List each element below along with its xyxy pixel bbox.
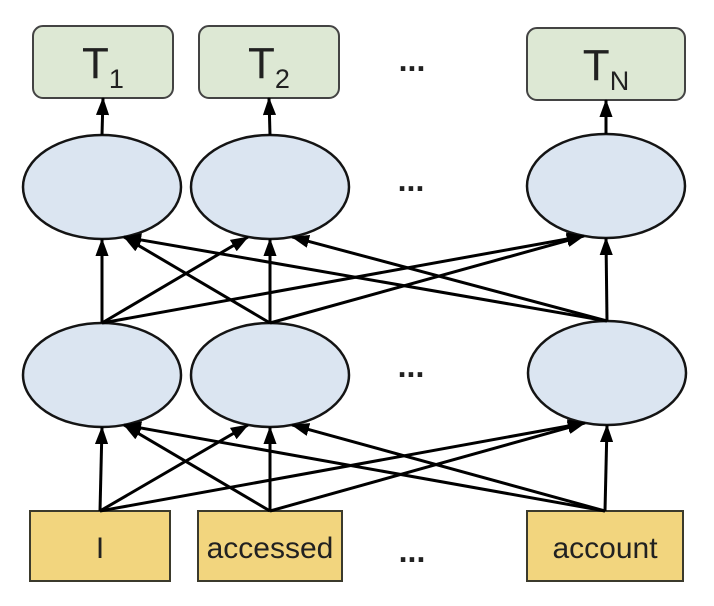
- hidden-unit-ellipse-h21: [21, 133, 183, 241]
- arrow-edge-h12-h2n: [269, 234, 585, 325]
- ellipsis-dots-dots_in: ...: [399, 533, 426, 569]
- hidden-unit-ellipse-h22: [189, 133, 351, 241]
- arrow-edge-h1n-h2n: [599, 237, 613, 322]
- hidden-unit-ellipse-h2n: [525, 132, 687, 240]
- arrow-edge-in2-h11: [123, 423, 271, 513]
- output-token-label-t2: T2: [248, 39, 290, 94]
- arrow-edge-in3-h11: [123, 421, 606, 513]
- arrow-edge-in2-h1n: [269, 421, 586, 513]
- arrow-edge-h11-h2n: [101, 232, 585, 325]
- arrow-edge-h11-h22: [101, 235, 249, 325]
- arrow-edge-h22-t2: [262, 97, 277, 136]
- arrow-edge-in1-h1n: [99, 419, 586, 513]
- input-token-label-in2: accessed: [207, 532, 334, 565]
- connection-arrows-layer: [94, 97, 614, 513]
- input-token-box-in1: [29, 510, 171, 582]
- arrow-edge-h1n-h22: [291, 234, 608, 323]
- arrow-edge-in1-h12: [99, 423, 249, 513]
- arrow-edge-h21-t1: [95, 97, 110, 136]
- hidden-unit-ellipse-h1n: [526, 319, 688, 427]
- arrow-edge-in3-h12: [291, 423, 606, 513]
- arrow-edge-h1n-h21: [123, 233, 608, 323]
- arrow-edge-in1-h11: [94, 426, 109, 512]
- ellipsis-dots-dots_h2: ...: [398, 162, 425, 198]
- arrow-edge-in3-h1n: [600, 424, 614, 512]
- ellipsis-dots-dots_h1: ...: [398, 348, 425, 384]
- hidden-unit-ellipse-h12: [189, 321, 351, 429]
- hidden-unit-ellipse-h11: [21, 321, 183, 429]
- output-token-label-t1: T1: [82, 39, 124, 94]
- output-token-label-tn: TN: [583, 41, 629, 96]
- input-token-label-in1: I: [96, 532, 104, 565]
- arrow-edge-h12-h21: [123, 235, 271, 325]
- input-token-box-in2: [197, 510, 343, 582]
- ellipsis-dots-dots_out: ...: [399, 42, 426, 78]
- input-token-box-in3: [526, 510, 684, 582]
- input-token-label-in3: account: [552, 532, 658, 565]
